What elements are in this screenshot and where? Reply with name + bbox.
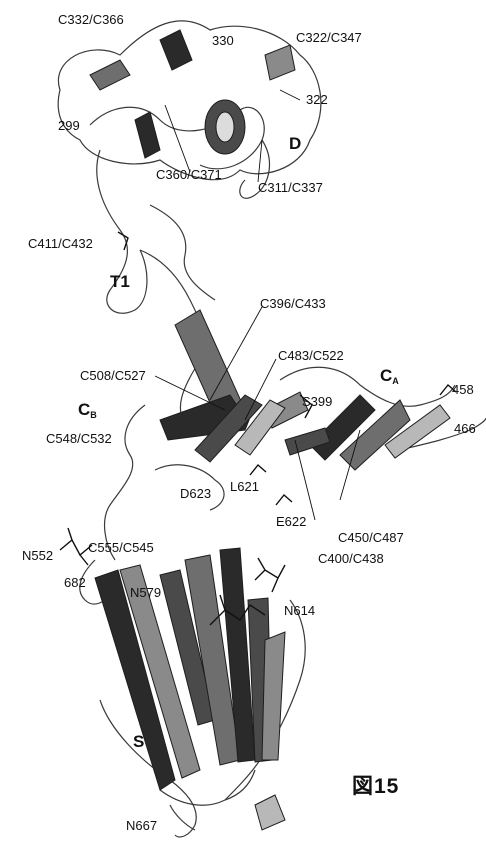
label-n667: N667 [126, 818, 157, 833]
label-s399: S399 [302, 394, 332, 409]
domain-label-d: D [289, 134, 301, 154]
helix-d-1-hole [216, 112, 234, 142]
leader-c400 [295, 440, 315, 520]
label-c411-c432: C411/C432 [28, 236, 93, 251]
coil-cb [105, 405, 145, 560]
sidechain-d623 [250, 465, 266, 475]
figure-number: 図15 [352, 770, 399, 800]
domain-label-t1: T1 [110, 272, 130, 292]
helix-d-3 [90, 60, 130, 90]
label-c508-c527: C508/C527 [80, 368, 146, 383]
label-c322-c347: C322/C347 [296, 30, 362, 45]
label-466: 466 [454, 421, 476, 436]
sidechain-n614 [255, 558, 285, 592]
label-458: 458 [452, 382, 474, 397]
label-c396-c433: C396/C433 [260, 296, 326, 311]
label-c360-c371: C360/C371 [156, 167, 222, 182]
coil-d-domain [58, 21, 321, 180]
label-c555-c545: C555/C545 [88, 540, 154, 555]
label-c332-c366: C332/C366 [58, 12, 124, 27]
label-n552: N552 [22, 548, 53, 563]
label-e622: E622 [276, 514, 306, 529]
leader-322 [280, 90, 300, 100]
label-330: 330 [212, 33, 234, 48]
label-322: 322 [306, 92, 328, 107]
label-n614: N614 [284, 603, 315, 618]
label-d623: D623 [180, 486, 211, 501]
helix-d-2 [160, 30, 192, 70]
label-c483-c522: C483/C522 [278, 348, 344, 363]
label-682: 682 [64, 575, 86, 590]
domain-label-ca: CA [380, 366, 399, 386]
label-c548-c532: C548/C532 [46, 431, 112, 446]
coil-s-bottom [160, 770, 255, 805]
domain-label-cb: CB [78, 400, 97, 420]
label-c400-c438: C400/C438 [318, 551, 384, 566]
coil-s-n667 [170, 805, 195, 830]
sheet-s-7 [262, 632, 285, 760]
sidechain-e622 [276, 495, 292, 505]
leader-c360 [165, 105, 190, 172]
sheet-d-1 [135, 112, 160, 158]
sidechain-c411 [118, 232, 128, 250]
domain-label-s: S [133, 732, 144, 752]
label-299: 299 [58, 118, 80, 133]
sheet-s-8 [255, 795, 285, 830]
label-c311-c337: C311/C337 [258, 180, 323, 195]
label-n579: N579 [130, 585, 161, 600]
label-l621: L621 [230, 479, 259, 494]
label-c450-c487: C450/C487 [338, 530, 404, 545]
sheet-d-2 [265, 45, 295, 80]
